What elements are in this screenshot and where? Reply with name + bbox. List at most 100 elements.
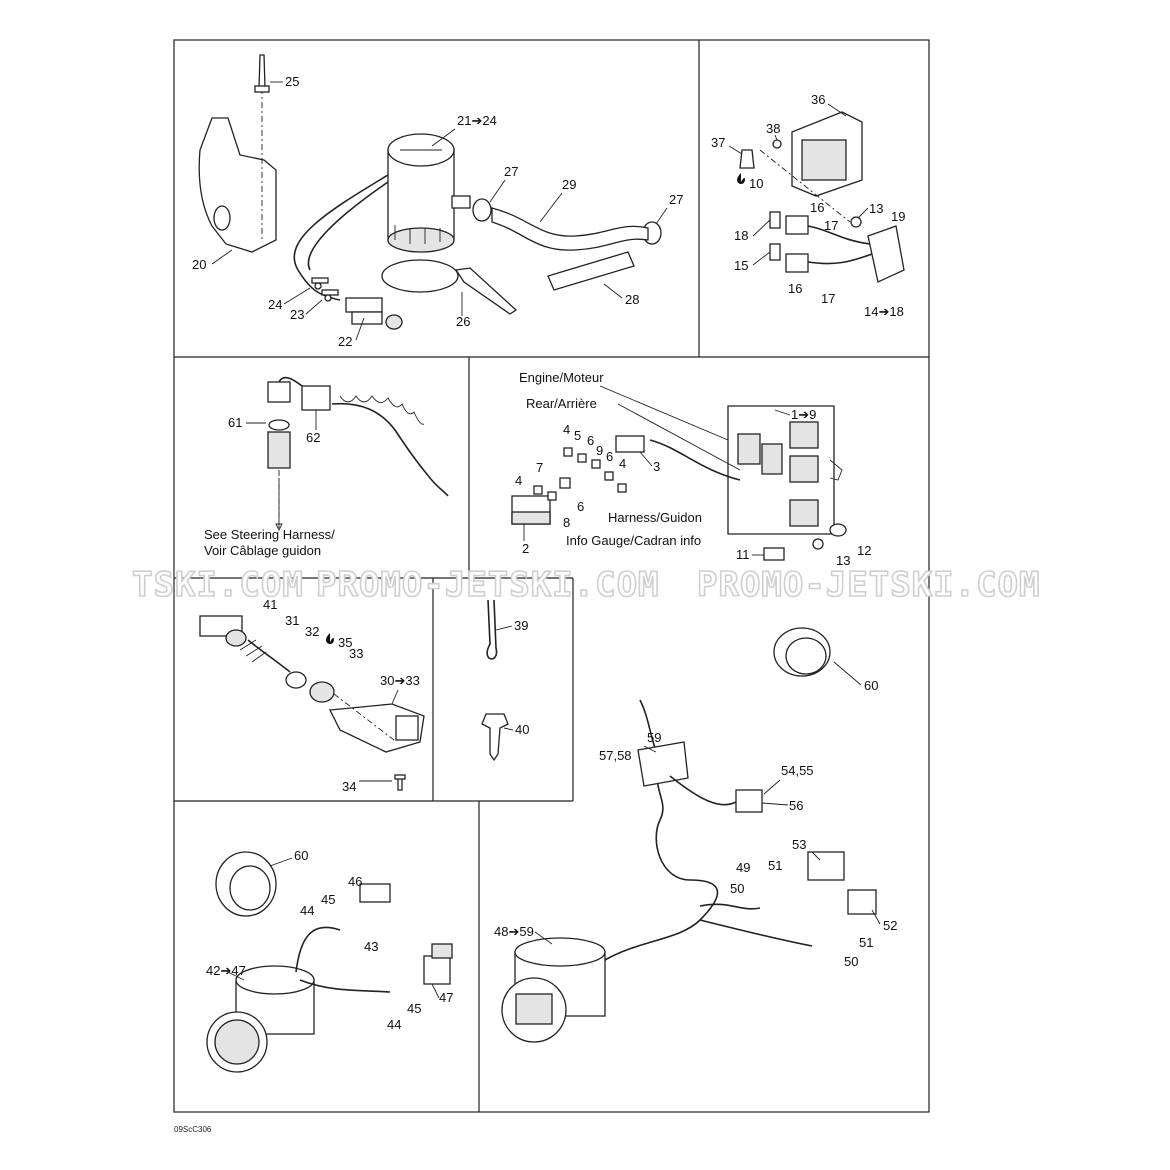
relay-block-panel — [739, 111, 905, 283]
callout-label: 44 — [387, 1017, 401, 1032]
callout-label: 33 — [349, 646, 363, 661]
callout-label: 20 — [192, 257, 206, 272]
screw — [258, 54, 266, 89]
callout-label: 31 — [285, 613, 299, 628]
callout-label: 9 — [596, 443, 603, 458]
mounting-bracket — [198, 117, 277, 253]
callout-label: 26 — [456, 314, 470, 329]
callout-label: 4 — [563, 422, 570, 437]
drop-icon — [737, 173, 745, 184]
watermark-left: TSKI.COM — [132, 565, 304, 605]
leader-lines — [211, 81, 881, 999]
callout-label: 57,58 — [599, 748, 632, 763]
lanyard-panel — [267, 376, 449, 520]
callout-label: 6 — [587, 433, 594, 448]
callout-label: 62 — [306, 430, 320, 445]
connector-53 — [807, 851, 845, 881]
note-steering-2: Voir Câblage guidon — [204, 543, 321, 558]
ecm-relay — [615, 435, 645, 453]
callout-label: 39 — [514, 618, 528, 633]
callout-label: 17 — [824, 218, 838, 233]
speedometer-connector — [359, 883, 391, 903]
callout-label: 19 — [891, 209, 905, 224]
callout-label: 51 — [859, 935, 873, 950]
callout-label: 5 — [574, 428, 581, 443]
callout-label: 34 — [342, 779, 356, 794]
lanyard-cap — [301, 385, 331, 411]
wire-connector — [345, 297, 383, 313]
secondary-connector — [735, 789, 763, 813]
bilge-pump-panel — [198, 54, 662, 330]
note-info-gauge: Info Gauge/Cadran info — [566, 533, 701, 548]
note-harness: Harness/Guidon — [608, 510, 702, 525]
callout-label: 46 — [348, 874, 362, 889]
dess-post — [267, 381, 291, 403]
callout-label: 54,55 — [781, 763, 814, 778]
callout-label: 47 — [439, 990, 453, 1005]
callout-label: 50 — [844, 954, 858, 969]
note-steering-1: See Steering Harness/ — [204, 527, 335, 542]
callout-label: 12 — [857, 543, 871, 558]
callout-label: 24 — [268, 297, 282, 312]
callout-label: 60 — [294, 848, 308, 863]
note-engine: Engine/Moteur — [519, 370, 604, 385]
tie-strap — [381, 259, 459, 293]
callout-label: 3 — [653, 459, 660, 474]
main-connector — [637, 741, 689, 787]
callout-label: 4 — [619, 456, 626, 471]
callout-label: 27 — [504, 164, 518, 179]
callout-label: 50 — [730, 881, 744, 896]
callout-label: 61 — [228, 415, 242, 430]
callout-label: 22 — [338, 334, 352, 349]
corrugated-hose — [491, 207, 649, 251]
callout-label: 16 — [788, 281, 802, 296]
fasteners-panel — [481, 599, 509, 762]
ecm-panel — [511, 385, 847, 561]
callout-label: 11 — [736, 547, 750, 562]
callout-label: 59 — [647, 730, 661, 745]
callout-label: 6 — [577, 499, 584, 514]
info-gauge-harness — [604, 759, 719, 961]
callout-label: 10 — [749, 176, 763, 191]
gauge-ring-panel — [773, 627, 831, 677]
watermark-right: PROMO-JETSKI.COM — [697, 565, 1041, 605]
callout-label: 4 — [515, 473, 522, 488]
throttle-sensor-panel — [199, 615, 425, 791]
callout-label: 35 — [338, 635, 352, 650]
callout-label: 29 — [562, 177, 576, 192]
cable-tie — [486, 599, 498, 660]
callout-label: 32 — [305, 624, 319, 639]
callout-label: 15 — [734, 258, 748, 273]
hose-clamp — [472, 198, 492, 222]
callout-label: 8 — [563, 515, 570, 530]
callout-label: 2 — [522, 541, 529, 556]
protective-sleeve — [547, 251, 635, 291]
callout-label: 13 — [836, 553, 850, 568]
relay-module — [867, 225, 905, 283]
callout-label: 17 — [821, 291, 835, 306]
connector-cap — [763, 547, 785, 561]
callout-label: 18 — [734, 228, 748, 243]
callout-label: 49 — [736, 860, 750, 875]
drawing-code: 09ScC306 — [174, 1125, 212, 1134]
callout-label: 7 — [536, 460, 543, 475]
callout-label: 23 — [290, 307, 304, 322]
watermark: TSKI.COM PROMO-JETSKI.COM PROMO-JETSKI.C… — [131, 564, 1041, 606]
callout-label: 13 — [869, 201, 883, 216]
callout-label: 30➔33 — [380, 673, 420, 688]
callout-label: 44 — [300, 903, 314, 918]
speedometer-panel — [206, 851, 453, 1073]
callout-label: 6 — [606, 449, 613, 464]
callout-label: 43 — [364, 939, 378, 954]
callout-label: 36 — [811, 92, 825, 107]
callout-label: 25 — [285, 74, 299, 89]
callout-label: 56 — [789, 798, 803, 813]
coiled-lanyard — [331, 402, 449, 497]
diagram-notes: Engine/Moteur Rear/Arrière Harness/Guido… — [204, 370, 702, 558]
callout-label: 21➔24 — [457, 113, 497, 128]
note-rear: Rear/Arrière — [526, 396, 597, 411]
callout-label: 48➔59 — [494, 924, 534, 939]
callout-label: 51 — [768, 858, 782, 873]
watermark-middle: PROMO-JETSKI.COM — [316, 565, 660, 605]
